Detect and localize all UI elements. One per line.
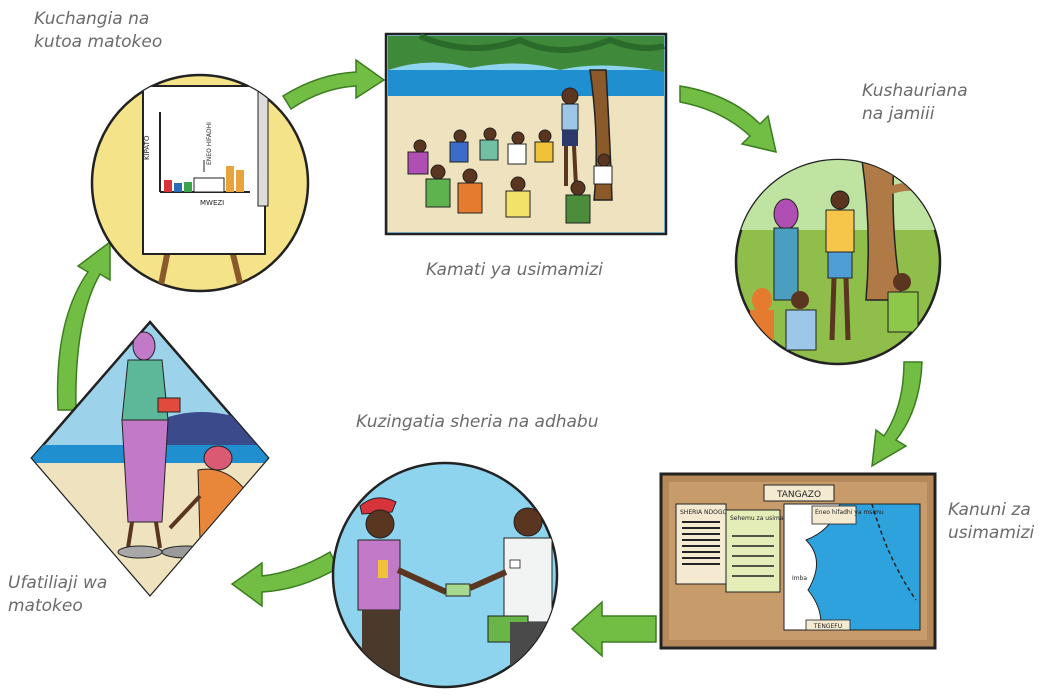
arrow-committee-to-consult (679, 85, 777, 154)
arrow-consult-to-rules (871, 361, 923, 468)
fish-catch (117, 545, 163, 559)
caption-line: Kamati ya usimamizi (426, 260, 603, 280)
consult-illustration (734, 158, 942, 366)
caption-line: Kuchangia na (34, 9, 150, 29)
caption-line: kutoa matokeo (34, 32, 163, 52)
board-title: TANGAZO (776, 490, 821, 500)
rules-illustration: TANGAZO SHERIA NDOGO Sehemu za usimamizi (659, 472, 937, 650)
caption-consult: Kushauriana na jamiii (862, 80, 968, 126)
fish-catch (161, 545, 211, 559)
arrow-analysis-to-committee (281, 58, 386, 111)
caption-rules: Kanuni za usimamizi (948, 499, 1034, 545)
caption-line: na jamiii (862, 104, 935, 124)
enforce-illustration (331, 461, 559, 689)
chart-x-label: MWEZI (200, 199, 224, 207)
map-island: Imba (792, 575, 807, 582)
map-title: Eneo hifadhi ya msimu (815, 509, 884, 516)
committee-illustration (384, 32, 668, 236)
money-note (445, 583, 471, 597)
caption-monitor: Ufatiliaji wa matokeo (8, 572, 107, 618)
caption-enforce: Kuzingatia sheria na adhabu (356, 411, 599, 434)
caption-committee: Kamati ya usimamizi (426, 259, 603, 282)
cycle-arrows (56, 58, 923, 658)
chart-y-label: KIPATO (143, 135, 151, 160)
chart-sheet (142, 85, 266, 255)
chart-bar (174, 183, 182, 192)
poster1-title: SHERIA NDOGO (680, 509, 728, 516)
caption-line: Kuzingatia sheria na adhabu (356, 412, 599, 432)
chart-bar (236, 170, 244, 192)
arrow-rules-to-enforce (570, 600, 657, 658)
caption-line: Kushauriana (862, 81, 968, 101)
caption-analysis: Kuchangia na kutoa matokeo (34, 8, 162, 54)
arrow-enforce-to-monitor (230, 550, 339, 608)
poster2-title: Sehemu za usimamizi (730, 515, 796, 522)
analysis-illustration: KIPATO MWEZI ENEO HIFADHI (90, 73, 310, 293)
map-footer: TENGEFU (813, 623, 842, 630)
chart-bar (226, 166, 234, 192)
chart-bar (184, 182, 192, 192)
caption-line: matokeo (8, 596, 83, 616)
caption-line: Kanuni za (948, 500, 1031, 520)
chart-bar (164, 180, 172, 192)
caption-line: usimamizi (948, 523, 1035, 543)
chart-annotation: ENEO HIFADHI (206, 122, 213, 165)
caption-line: Ufatiliaji wa (8, 573, 108, 593)
